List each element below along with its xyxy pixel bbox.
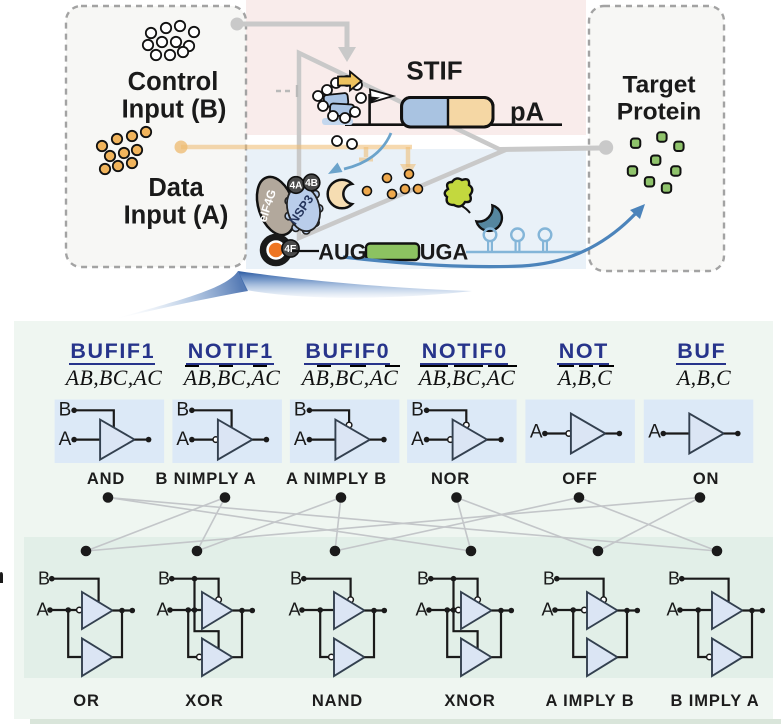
svg-text:B: B [417, 568, 429, 588]
svg-text:B: B [290, 568, 302, 588]
svg-text:Target: Target [622, 72, 695, 99]
svg-text:4A: 4A [290, 180, 303, 191]
svg-text:B: B [411, 399, 424, 420]
svg-text:pA: pA [510, 99, 544, 127]
svg-text:A: A [648, 422, 661, 443]
svg-text:B: B [38, 568, 50, 588]
svg-text:A: A [541, 599, 553, 619]
svg-text:B: B [543, 568, 555, 588]
svg-text:Input (B): Input (B) [122, 96, 227, 124]
svg-text:B: B [176, 399, 189, 420]
svg-text:Data: Data [148, 174, 204, 202]
svg-text:STIF: STIF [406, 56, 462, 86]
svg-text:A: A [530, 422, 543, 443]
svg-text:B: B [294, 399, 307, 420]
svg-text:A: A [36, 599, 48, 619]
svg-text:A: A [176, 429, 189, 450]
svg-text:B: B [668, 568, 680, 588]
svg-text:4B: 4B [305, 178, 318, 189]
svg-text:A: A [288, 599, 300, 619]
svg-text:4E: 4E [284, 244, 297, 255]
svg-text:A: A [415, 599, 427, 619]
svg-text:Control: Control [128, 68, 219, 96]
svg-text:A: A [411, 429, 424, 450]
svg-text:A: A [156, 599, 168, 619]
svg-text:B: B [59, 399, 72, 420]
svg-text:A: A [666, 599, 678, 619]
svg-text:Input (A): Input (A) [124, 202, 229, 230]
svg-text:B: B [158, 568, 170, 588]
svg-text:Protein: Protein [617, 99, 701, 126]
svg-text:UGA: UGA [420, 240, 469, 265]
svg-text:A: A [59, 429, 72, 450]
svg-text:AUG: AUG [318, 240, 366, 265]
svg-text:A: A [294, 429, 307, 450]
